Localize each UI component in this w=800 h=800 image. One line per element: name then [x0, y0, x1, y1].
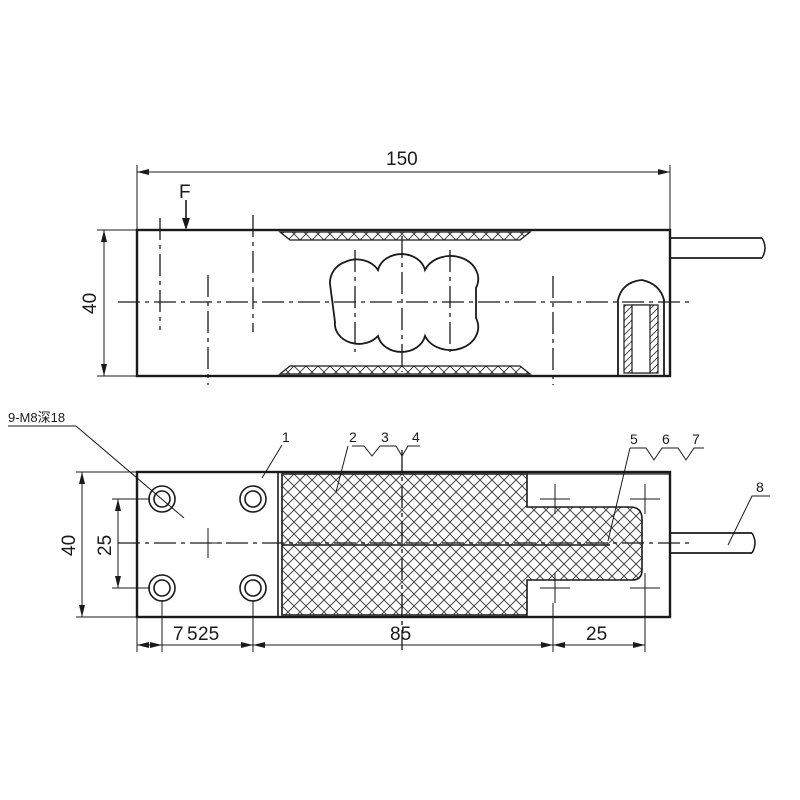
- top-cable-break: [761, 237, 766, 259]
- dim-25b-label: 25: [586, 624, 607, 645]
- dim-25a-label: 25: [198, 624, 219, 645]
- dim-25v-label: 25: [95, 535, 116, 556]
- dim-25v-arrow-top: [115, 499, 121, 511]
- binocular-hole: [329, 253, 480, 353]
- thread-spec-label: 9-M8深18: [8, 410, 65, 425]
- svg-text:2: 2: [349, 429, 357, 445]
- callout-1: 1: [261, 429, 290, 479]
- bottom-cable-break: [751, 532, 756, 554]
- cable-gland-section: [617, 279, 665, 375]
- force-label: F: [179, 182, 191, 203]
- dim-5-label: 5: [187, 624, 198, 645]
- svg-text:8: 8: [756, 479, 764, 495]
- dim-chain-arrow-1a: [150, 642, 162, 648]
- dim-chain-arrow-3b: [553, 642, 565, 648]
- dim-top-40-arrow-top: [101, 230, 107, 242]
- mount-hole-3: [148, 574, 176, 602]
- mount-hole-2: [239, 485, 267, 513]
- force-arrow-head: [182, 218, 190, 230]
- svg-text:4: 4: [412, 429, 420, 445]
- dim-150-label: 150: [386, 149, 418, 170]
- mount-hole-4: [239, 574, 267, 602]
- dim-top-40-arrow-bottom: [101, 364, 107, 376]
- callout-2-3-4: 2 3 4: [335, 429, 420, 493]
- bottom-view: 9-M8深18 1 2 3 4 5 6 7 8 40: [8, 410, 770, 652]
- top-upper-hatched-recess: [278, 231, 532, 241]
- dim-chain-arrow-3a: [541, 642, 553, 648]
- callout-8: 8: [727, 479, 770, 546]
- dim-25v-arrow-bottom: [115, 576, 121, 588]
- dim-chain-arrow-4: [633, 642, 645, 648]
- dim-chain-arrow-0: [137, 642, 149, 648]
- dim-bot-40-label: 40: [59, 535, 80, 556]
- dim-bot-40-arrow-top: [79, 472, 85, 484]
- dim-85-label: 85: [390, 624, 411, 645]
- bottom-body-outline: [135, 470, 672, 619]
- svg-text:5: 5: [630, 431, 638, 447]
- callout-5-6-7: 5 6 7: [607, 431, 704, 542]
- svg-text:3: 3: [381, 429, 389, 445]
- svg-text:1: 1: [282, 429, 290, 445]
- dim-chain-arrow-2b: [253, 642, 265, 648]
- dim-150-arrow-right: [658, 169, 670, 175]
- top-body-outline: [135, 228, 672, 378]
- svg-text:6: 6: [662, 431, 670, 447]
- dim-7-label: 7: [173, 624, 184, 645]
- dim-chain-arrow-2a: [241, 642, 253, 648]
- top-lower-hatched-recess: [278, 365, 532, 375]
- cable-gland-bore: [631, 304, 651, 374]
- top-view: F 150 40: [80, 149, 766, 385]
- svg-text:7: 7: [692, 431, 700, 447]
- dim-150-arrow-left: [137, 169, 149, 175]
- dim-bot-40-arrow-bottom: [79, 605, 85, 617]
- dim-top-40-label: 40: [80, 293, 101, 314]
